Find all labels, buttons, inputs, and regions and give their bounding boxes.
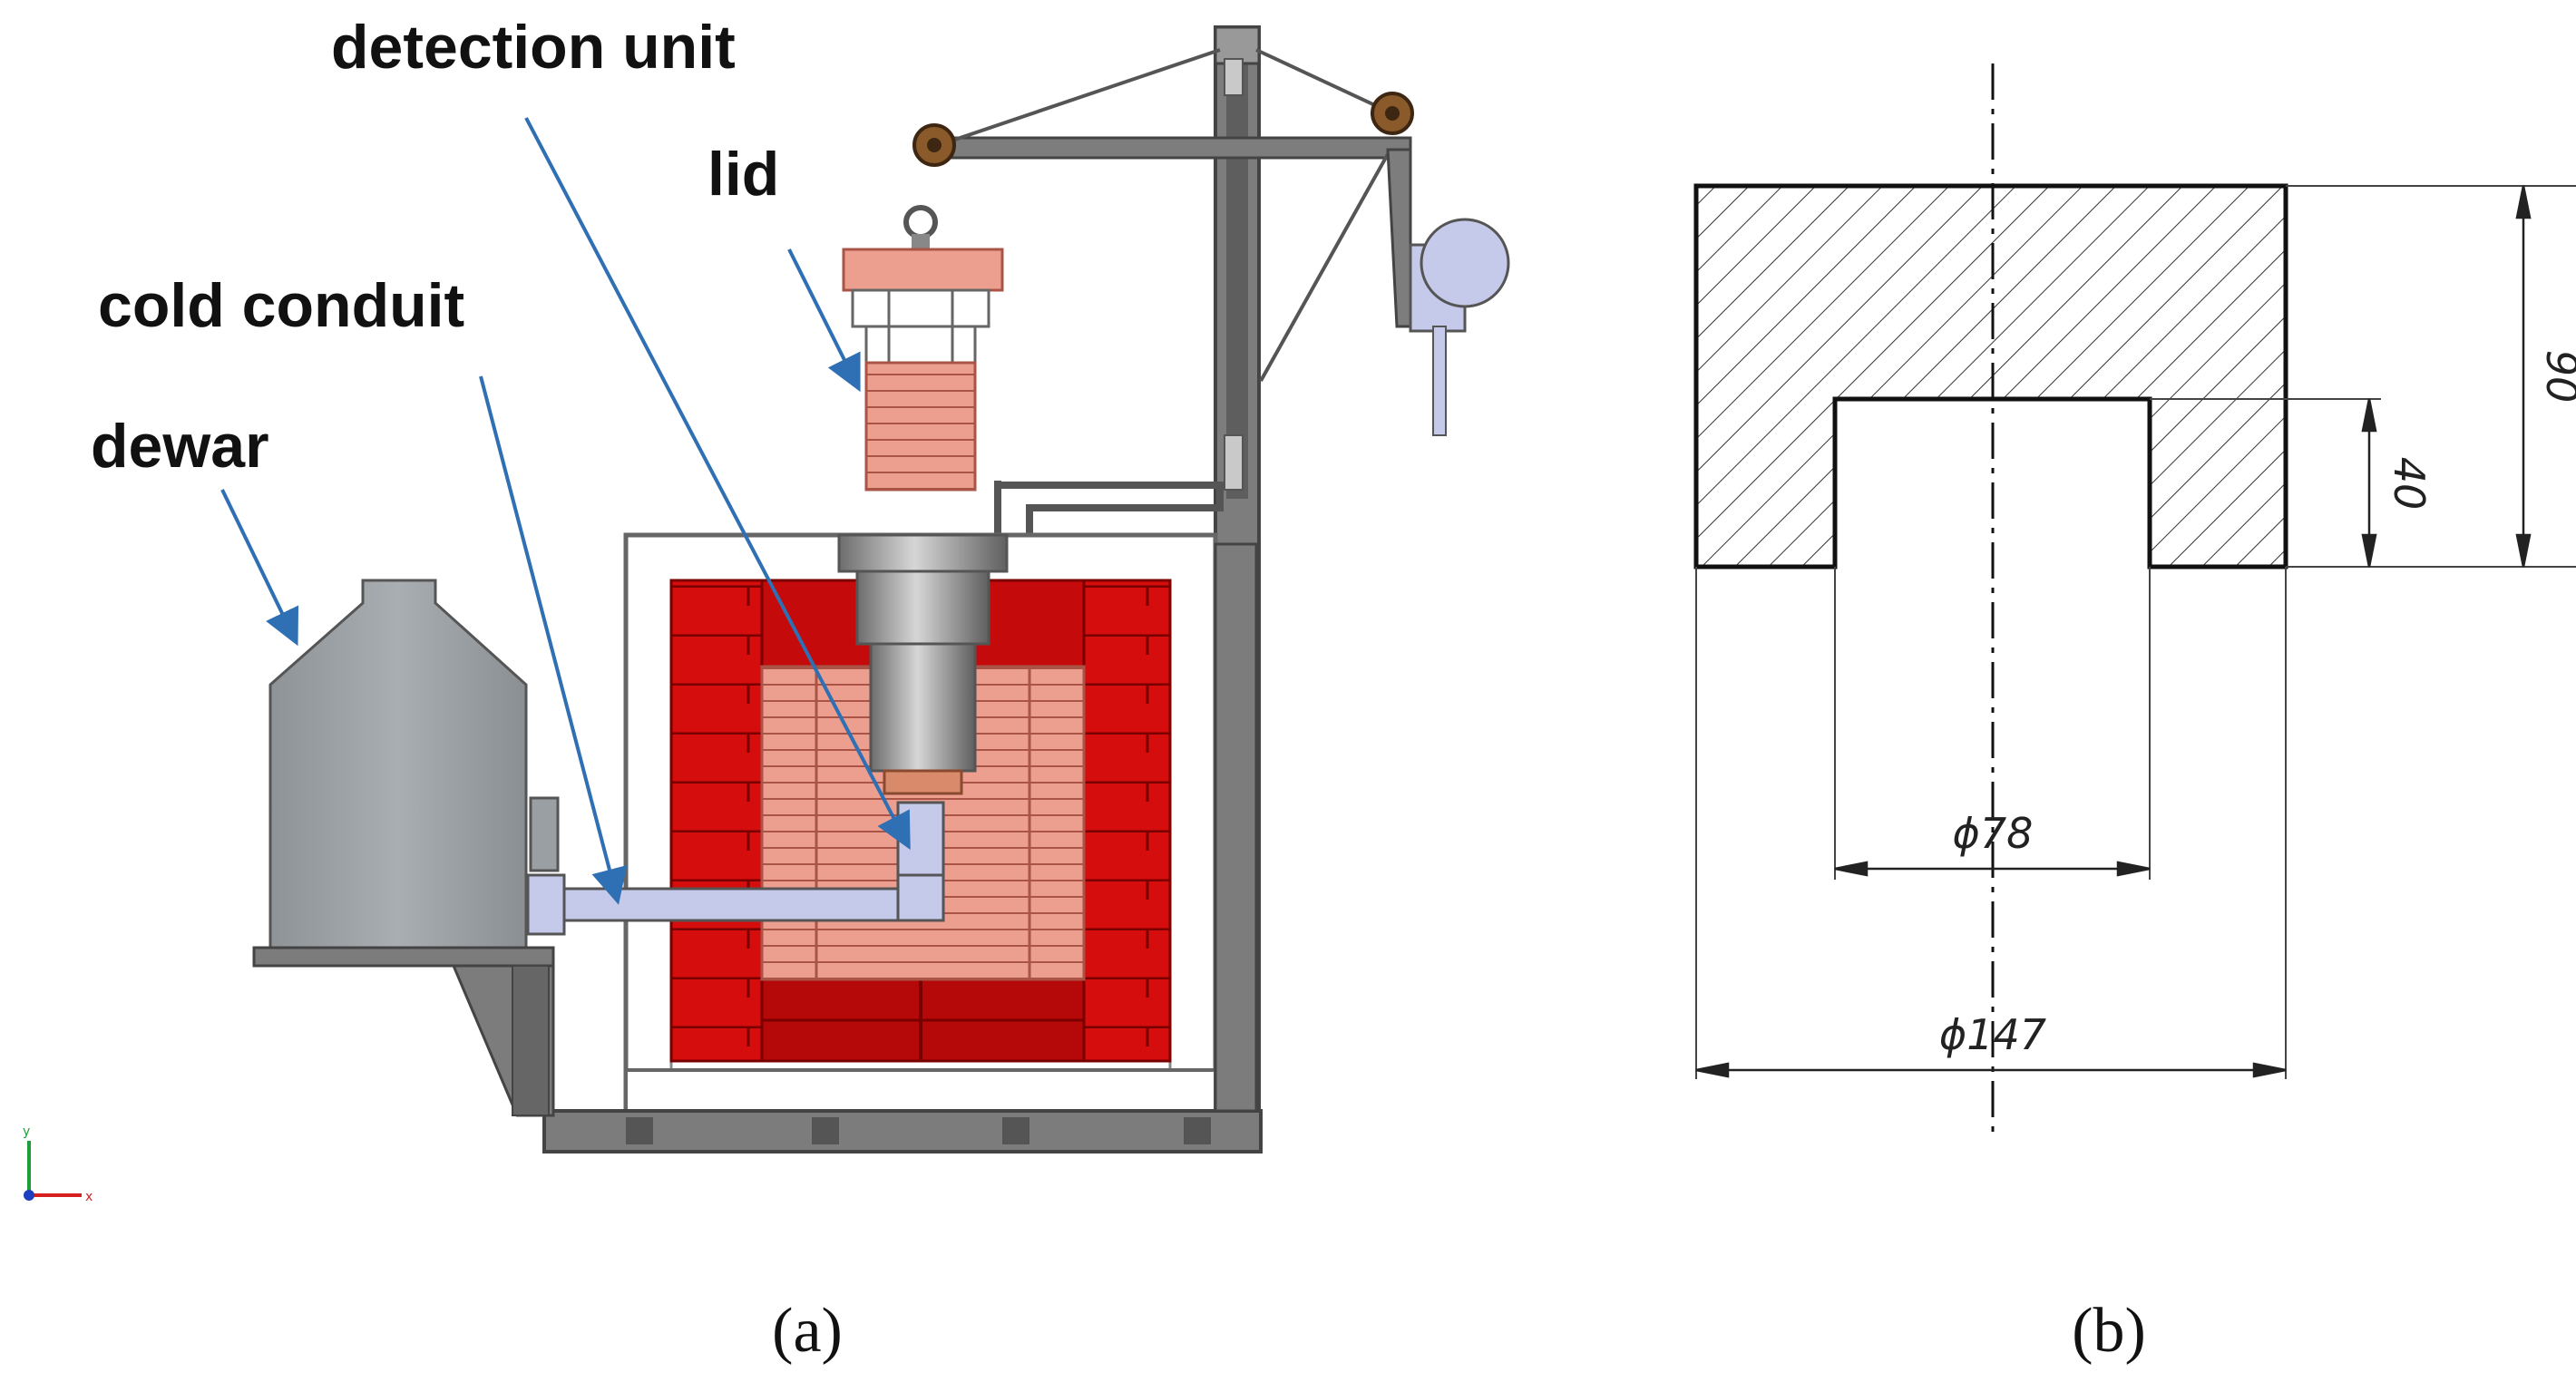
panel-a-shield-assembly: y x detection unit lid cold conduit dewa… — [23, 13, 1510, 1366]
arrow-cold-conduit — [479, 375, 628, 905]
axis-y-label: y — [23, 1124, 30, 1139]
dewar-vessel — [252, 579, 560, 1117]
label-detection-unit: detection unit — [331, 13, 736, 82]
label-dewar: dewar — [91, 412, 269, 481]
caption-a: (a) — [772, 1296, 843, 1366]
section-body — [1693, 183, 2288, 569]
dim-outer-diameter: ϕ147 — [1939, 1010, 2046, 1059]
lid-assembly — [842, 205, 1004, 492]
caption-b: (b) — [2072, 1296, 2146, 1366]
panel-b-cross-section-drawing: ϕ78 ϕ147 90 40 (b) — [1693, 63, 2576, 1366]
dim-total-height: 90 — [2537, 350, 2576, 404]
callout-arrows — [220, 117, 911, 905]
arrow-detection-unit — [524, 117, 911, 851]
label-lid: lid — [707, 140, 779, 209]
arrow-dewar — [220, 489, 299, 647]
arrow-lid — [787, 248, 861, 393]
shield-housing — [542, 532, 1263, 1154]
dimension-lines — [1695, 185, 2532, 1078]
dim-inner-diameter: ϕ78 — [1953, 809, 2034, 858]
extension-lines — [1695, 185, 2576, 1079]
axis-x-label: x — [85, 1190, 93, 1204]
axis-triad: y x — [23, 1124, 93, 1204]
label-cold-conduit: cold conduit — [98, 271, 464, 340]
dim-cavity-depth: 40 — [2385, 457, 2434, 511]
